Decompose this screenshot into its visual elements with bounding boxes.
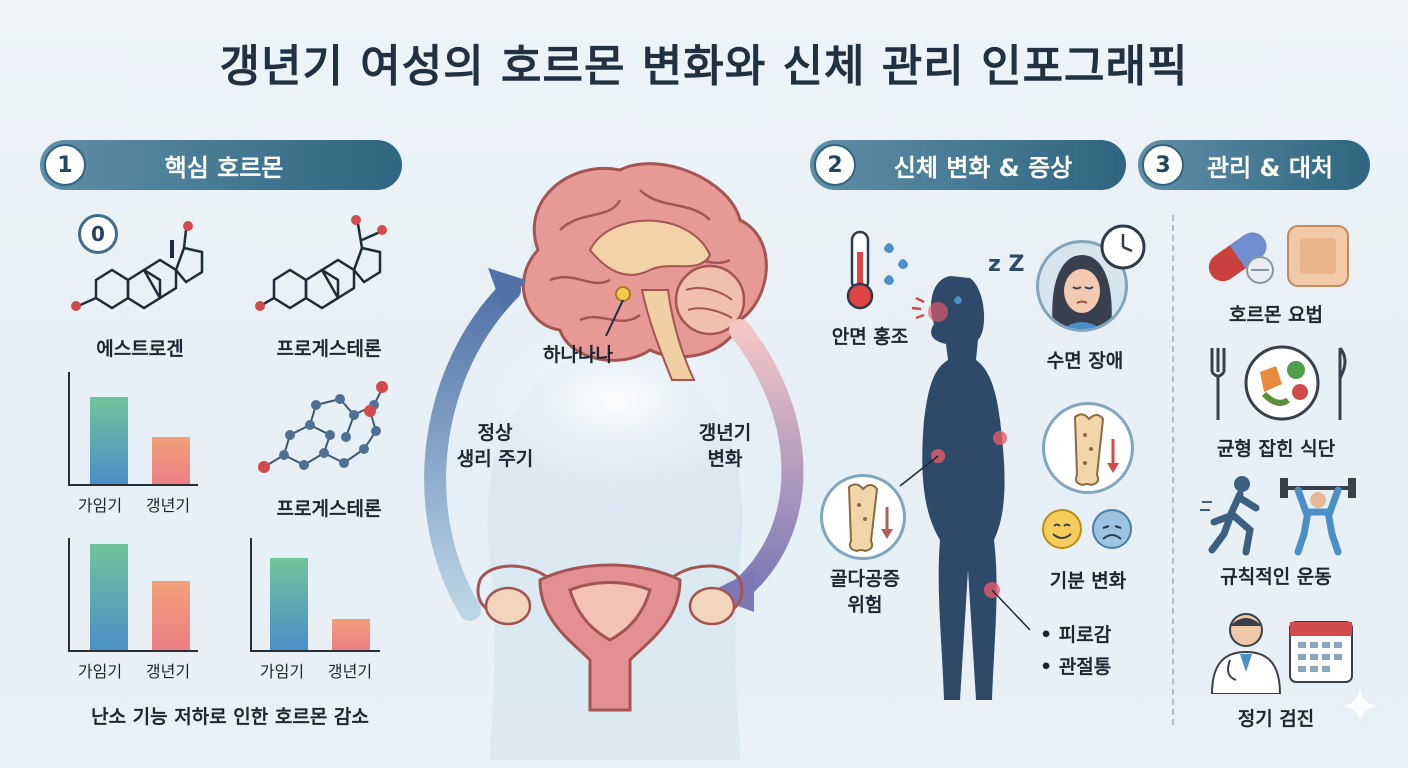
hormone-therapy-label: 호르몬 요법 bbox=[1228, 304, 1323, 326]
balanced-diet-label: 균형 잡힌 식단 bbox=[1216, 438, 1336, 460]
sparkle-icon bbox=[1342, 688, 1378, 724]
insomnia-face-icon bbox=[1036, 240, 1128, 332]
chart-2-category-menopause: 갱년기 bbox=[145, 662, 191, 681]
mood-change-label: 기분 변화 bbox=[1049, 570, 1127, 592]
bar-menopause bbox=[152, 437, 190, 484]
estrogen-badge: 0 bbox=[78, 214, 118, 254]
osteoporosis-label-line-2: 위험 bbox=[847, 594, 883, 616]
exercise-label: 규칙적인 운동 bbox=[1220, 566, 1332, 588]
mood-faces-icon bbox=[1042, 509, 1132, 549]
bar-fertile bbox=[90, 397, 128, 484]
bar-fertile bbox=[90, 544, 128, 650]
section-number: 3 bbox=[1142, 144, 1184, 186]
sleep-disorder-label: 수면 장애 bbox=[1046, 350, 1124, 372]
progesterone-label-1: 프로게스테론 bbox=[276, 338, 382, 360]
normal-cycle-label: 정상 생리 주기 bbox=[440, 420, 550, 472]
section-number: 2 bbox=[814, 144, 856, 186]
section-label: 신체 변화 & 증상 bbox=[893, 153, 1073, 182]
chart-2-category-fertile: 가임기 bbox=[77, 662, 123, 681]
exercise-icon bbox=[1200, 476, 1356, 556]
brain-label: 하나나나 bbox=[543, 344, 613, 366]
osteoporosis-icon bbox=[820, 474, 906, 560]
chart-3-category-menopause: 갱년기 bbox=[327, 662, 373, 681]
fatigue-label: • 피로감 bbox=[1040, 624, 1112, 646]
section-label: 핵심 호르몬 bbox=[164, 153, 284, 182]
menopause-change-label: 갱년기 변화 bbox=[670, 420, 780, 472]
checkup-label: 정기 검진 bbox=[1237, 708, 1315, 730]
hormone-bar-chart-2 bbox=[68, 538, 198, 652]
estrogen-label: 에스트로겐 bbox=[96, 338, 184, 360]
bar-menopause bbox=[152, 581, 190, 650]
chart-3-category-fertile: 가임기 bbox=[259, 662, 305, 681]
sleep-z-icon: z Z bbox=[988, 252, 1025, 277]
hormone-bar-chart-3 bbox=[250, 538, 380, 652]
osteoporosis-label: 골다공증 위험 bbox=[810, 566, 920, 618]
progesterone-model-icon bbox=[258, 381, 388, 473]
section-header-symptoms: 2 신체 변화 & 증상 bbox=[810, 140, 1126, 190]
section-number: 1 bbox=[44, 144, 86, 186]
hormone-bar-chart-1 bbox=[68, 372, 198, 486]
normal-cycle-label-line-2: 생리 주기 bbox=[456, 448, 534, 470]
estrogen-molecule-icon bbox=[71, 221, 204, 311]
page-title: 갱년기 여성의 호르몬 변화와 신체 관리 인포그래픽 bbox=[219, 41, 1189, 92]
clock-icon bbox=[1100, 224, 1146, 270]
section-header-care: 3 관리 & 대처 bbox=[1138, 140, 1370, 190]
menopause-change-label-line-2: 변화 bbox=[707, 448, 743, 470]
bone-density-icon bbox=[1042, 402, 1134, 494]
hormone-therapy-icon bbox=[1208, 225, 1349, 287]
bar-menopause bbox=[332, 619, 370, 650]
section-label: 관리 & 대처 bbox=[1207, 153, 1333, 182]
hot-flash-label: 안면 홍조 bbox=[831, 326, 909, 348]
checkup-icon bbox=[1210, 613, 1353, 694]
menopause-change-label-line-1: 갱년기 bbox=[698, 422, 752, 444]
bar-fertile bbox=[270, 558, 308, 650]
body-cycle-illustration bbox=[424, 162, 805, 760]
section-header-hormones: 1 핵심 호르몬 bbox=[40, 140, 402, 190]
chart-1-category-fertile: 가임기 bbox=[77, 496, 123, 515]
balanced-diet-icon bbox=[1210, 345, 1347, 421]
thermometer-icon bbox=[846, 230, 908, 310]
progesterone-label-2: 프로게스테론 bbox=[276, 498, 382, 520]
normal-cycle-label-line-1: 정상 bbox=[477, 422, 513, 444]
progesterone-molecule-icon bbox=[255, 215, 387, 311]
joint-pain-label: • 관절통 bbox=[1040, 656, 1112, 678]
hormone-summary: 난소 기능 저하로 인한 호르몬 감소 bbox=[91, 706, 369, 728]
section-divider bbox=[1172, 215, 1174, 725]
woman-silhouette bbox=[899, 276, 1031, 700]
chart-1-category-menopause: 갱년기 bbox=[145, 496, 191, 515]
osteoporosis-label-line-1: 골다공증 bbox=[830, 568, 900, 590]
